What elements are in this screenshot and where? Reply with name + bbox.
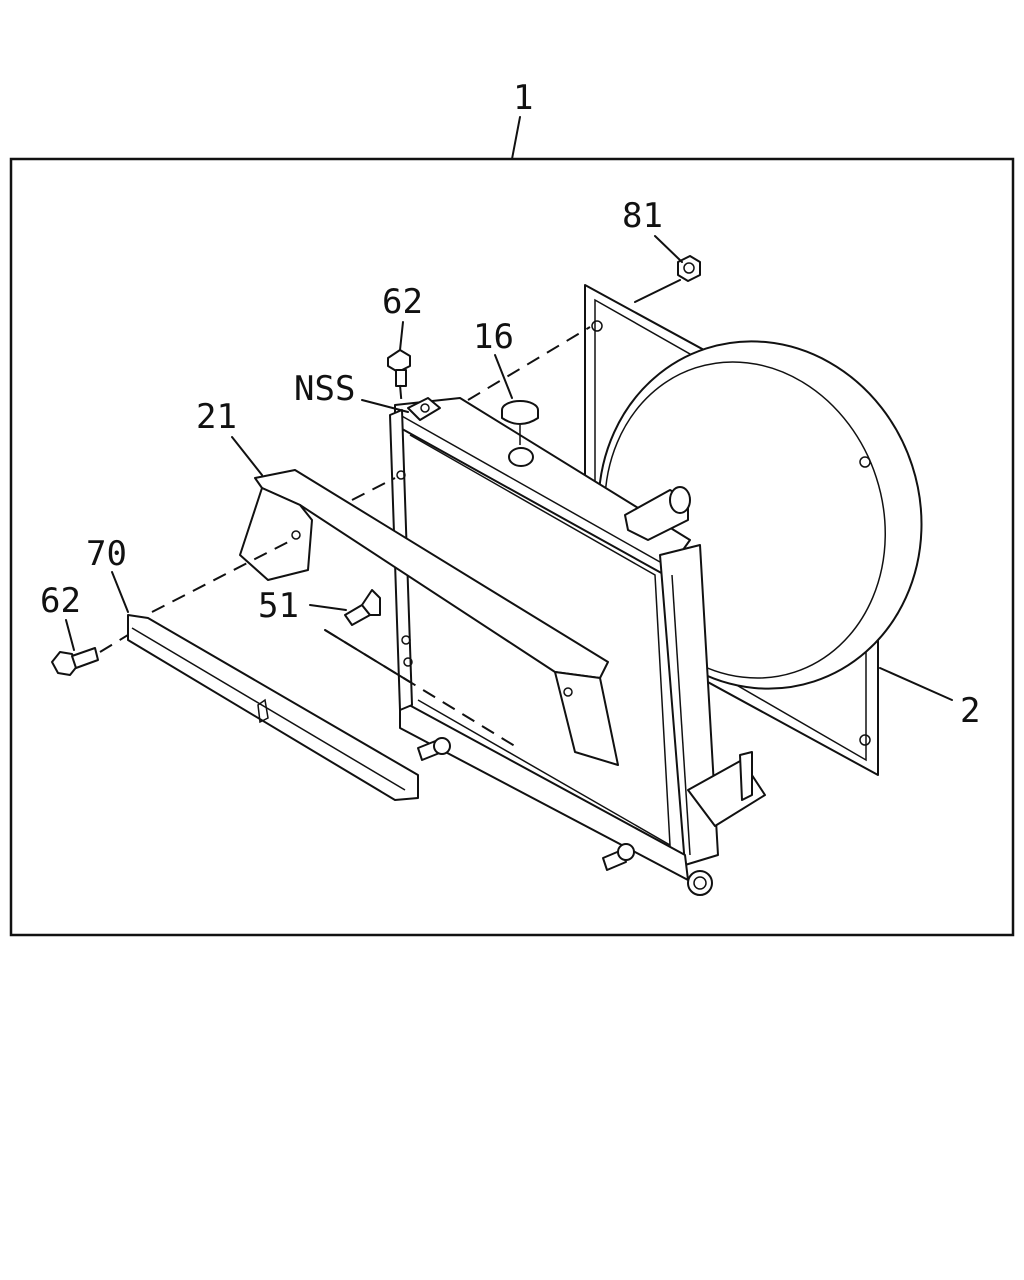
callout-81: 81 (622, 196, 663, 236)
callout-nss: NSS (294, 369, 355, 409)
callout-2: 2 (960, 691, 980, 731)
assembly-leader (511, 116, 521, 160)
callout-62-top: 62 (382, 282, 423, 322)
callout-16: 16 (473, 317, 514, 357)
assembly-guides (99, 326, 591, 749)
callout-21: 21 (196, 397, 237, 437)
lower-support (127, 614, 419, 801)
bolt-left (51, 647, 99, 676)
callout-70: 70 (86, 534, 127, 574)
callout-62-left: 62 (40, 581, 81, 621)
radiator-cap (501, 400, 539, 445)
bolt-top (387, 349, 411, 387)
nut (677, 255, 701, 282)
leader-lines (65, 235, 953, 701)
drain-cock (344, 589, 381, 626)
callout-51: 51 (258, 586, 299, 626)
callout-1: 1 (513, 78, 533, 118)
